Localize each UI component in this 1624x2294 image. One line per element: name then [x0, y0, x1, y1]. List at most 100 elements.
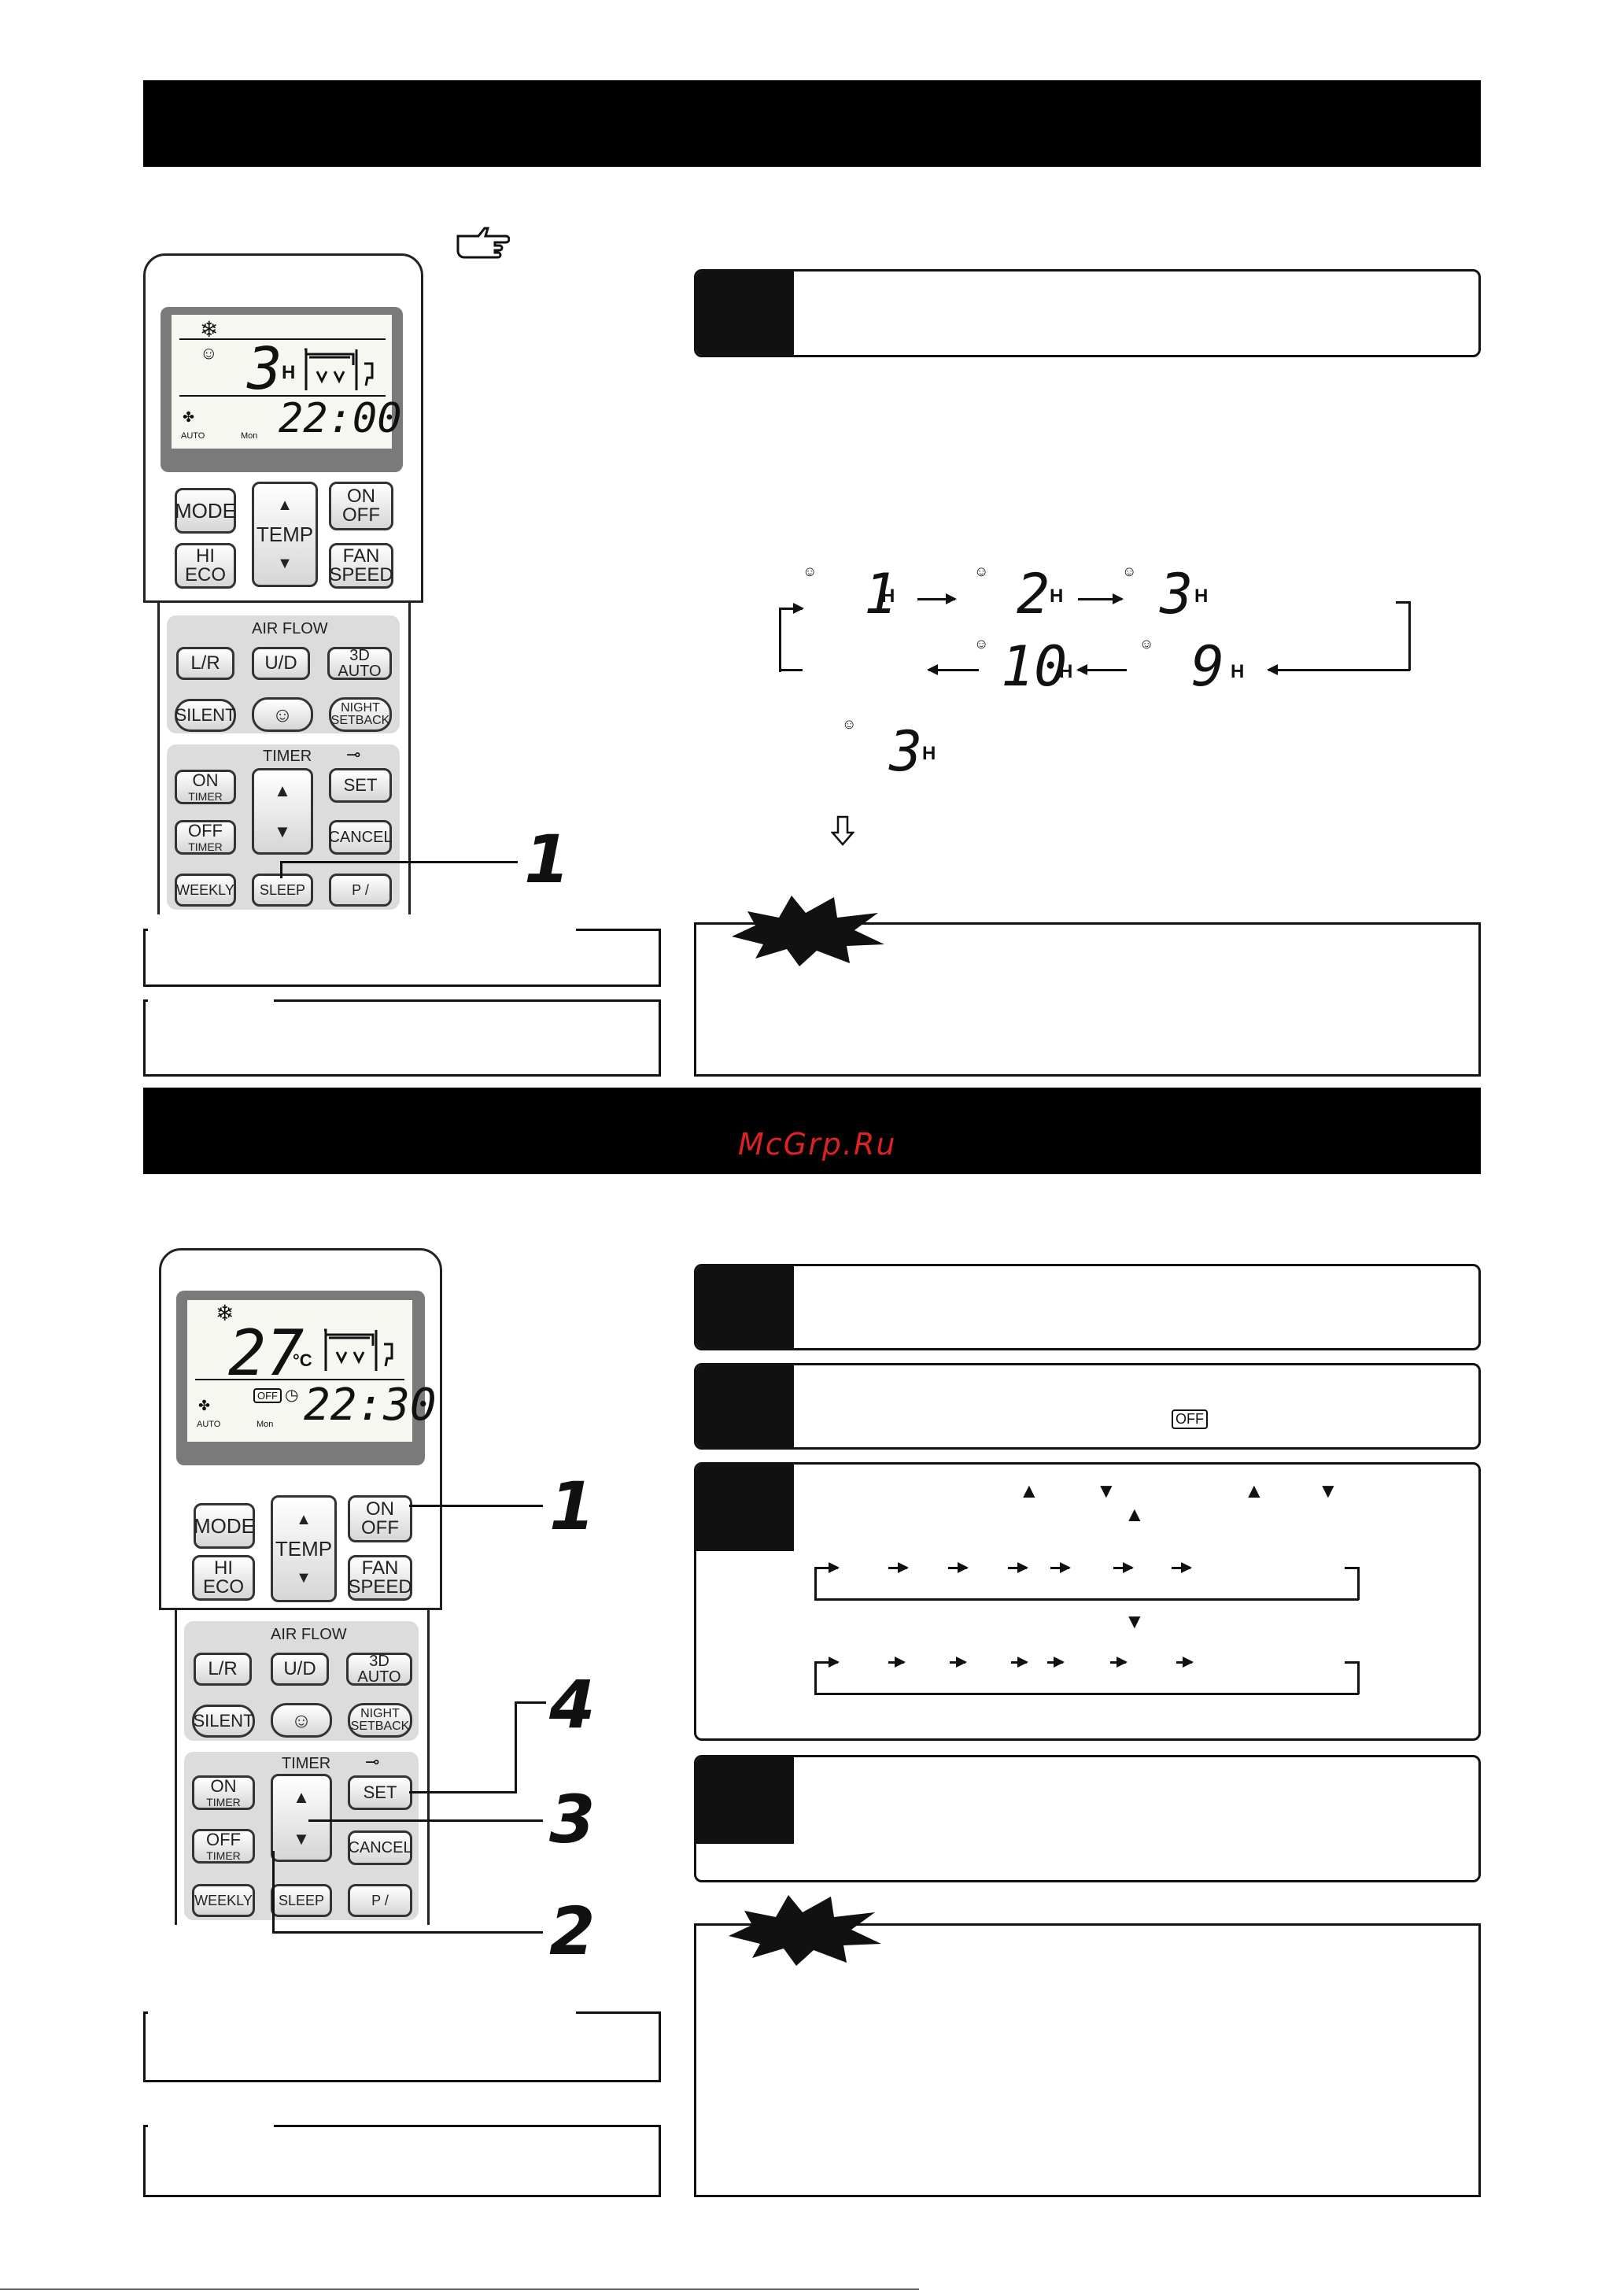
note-box-1 [143, 929, 661, 987]
on-timer-label: ON [192, 770, 219, 790]
timer-up-down-rocker[interactable]: ▲▼ [252, 768, 313, 855]
human-sensor-icon: ☺ [271, 703, 293, 726]
cycle-bracket [779, 608, 781, 672]
sleep-face-icon: ☺ [842, 716, 857, 732]
note-box-2 [143, 999, 661, 1077]
mode-button[interactable]: MODE [194, 1503, 255, 1549]
silent-button[interactable]: SILENT [192, 1705, 255, 1738]
down-arrow-icon [830, 815, 855, 847]
sleep-face-icon: ☺ [1139, 636, 1154, 652]
p-button[interactable]: P / [348, 1884, 412, 1917]
sequence-bracket [1357, 1567, 1360, 1600]
cancel-button[interactable]: CANCEL [328, 820, 393, 855]
key-icon: ⊸ [365, 1752, 380, 1771]
human-sensor-button[interactable]: ☺ [271, 1703, 332, 1738]
ud-button[interactable]: U/D [271, 1653, 329, 1686]
silent-button[interactable]: SILENT [175, 699, 236, 732]
sequence-bracket [814, 1661, 817, 1694]
p-button[interactable]: P / [329, 874, 392, 907]
note-box-2-top-right [274, 999, 661, 1002]
cycle-unit: H [1194, 586, 1209, 607]
note-box-timer [694, 1923, 1481, 2197]
human-sensor-icon: ☺ [290, 1708, 312, 1732]
night-label: NIGHT [341, 701, 380, 715]
pointing-hand-icon [455, 222, 511, 261]
callout-line-4 [409, 1791, 516, 1793]
step-number-block [696, 272, 794, 355]
sequence-arrow [1011, 1657, 1028, 1668]
note-box-3 [143, 2011, 661, 2082]
note-box-2-top-left [143, 999, 148, 1002]
key-icon: ⊸ [346, 744, 361, 764]
human-sensor-button[interactable]: ☺ [252, 697, 313, 732]
air-flow-title: AIR FLOW [271, 1626, 347, 1643]
cycle-bracket [1396, 601, 1410, 604]
footer-rule [0, 2288, 919, 2290]
lcd-sleep-hours: 3 [247, 335, 282, 403]
cancel-button[interactable]: CANCEL [348, 1830, 412, 1865]
sequence-arrow [888, 1562, 909, 1573]
silent-label: SILENT [175, 705, 236, 725]
callout-line-3 [308, 1819, 543, 1822]
3d-auto-button[interactable]: 3D AUTO [327, 647, 392, 680]
sequence-arrow [1172, 1562, 1192, 1573]
weekly-button[interactable]: WEEKLY [192, 1884, 255, 1917]
mode-button[interactable]: MODE [175, 488, 236, 534]
temp-down-icon: ▼ [296, 1569, 312, 1587]
sleep-button[interactable]: SLEEP [252, 874, 313, 907]
lcd-screen-2: ❄ 27 °C OFF ◷ 22:30 ✤ AUTO Mon [187, 1300, 437, 1442]
set-button[interactable]: SET [329, 768, 392, 803]
lr-button[interactable]: L/R [176, 647, 234, 680]
sleep-button[interactable]: SLEEP [271, 1884, 332, 1917]
3d-auto-label: 3D AUTO [338, 647, 382, 680]
step-box-sleep-1 [694, 269, 1481, 357]
weekly-button[interactable]: WEEKLY [175, 874, 236, 907]
callout-number-2: 2 [549, 1893, 596, 1970]
sequence-bracket [1345, 1661, 1359, 1664]
cycle-hour-2: 2 [1017, 562, 1050, 626]
cycle-arrow [1078, 593, 1124, 604]
note-box-4-top-left [143, 2125, 148, 2127]
ud-button[interactable]: U/D [252, 647, 310, 680]
sequence-arrow [1176, 1657, 1194, 1668]
timer-title: TIMER [282, 1755, 331, 1772]
on-timer-sub: TIMER [188, 790, 223, 803]
watermark-text: McGrp.Ru [738, 1127, 897, 1162]
timer-up-down-rocker[interactable]: ▲▼ [271, 1774, 332, 1862]
set-button[interactable]: SET [348, 1775, 412, 1810]
3d-auto-button[interactable]: 3D AUTO [346, 1653, 412, 1686]
note-box-3-top-left [143, 2011, 148, 2014]
setback-label: SETBACK [350, 1720, 410, 1733]
fan-label: FAN [361, 1557, 399, 1579]
note-box-1-top-right [576, 929, 661, 931]
eco-label: ECO [184, 564, 226, 586]
p-label: P / [352, 882, 369, 898]
sequence-arrow [814, 1562, 840, 1573]
lr-button[interactable]: L/R [194, 1653, 252, 1686]
cancel-label: CANCEL [348, 1839, 412, 1856]
up-arrow-icon: ▲ [1244, 1479, 1264, 1502]
temp-rocker[interactable]: ▲ TEMP ▼ [252, 482, 318, 587]
temp-rocker[interactable]: ▲ TEMP ▼ [271, 1495, 337, 1602]
note-burst-icon [724, 889, 889, 968]
cycle-unit: H [1231, 661, 1245, 682]
remote-lower-body-2 [175, 1610, 430, 1925]
sequence-arrow [1050, 1562, 1071, 1573]
callout-number-1: 1 [549, 1468, 596, 1545]
cycle-arrow [1076, 664, 1127, 675]
step-number-block [696, 1266, 794, 1348]
step-number-block [696, 1365, 794, 1447]
fan-icon: ✤ [198, 1398, 211, 1413]
